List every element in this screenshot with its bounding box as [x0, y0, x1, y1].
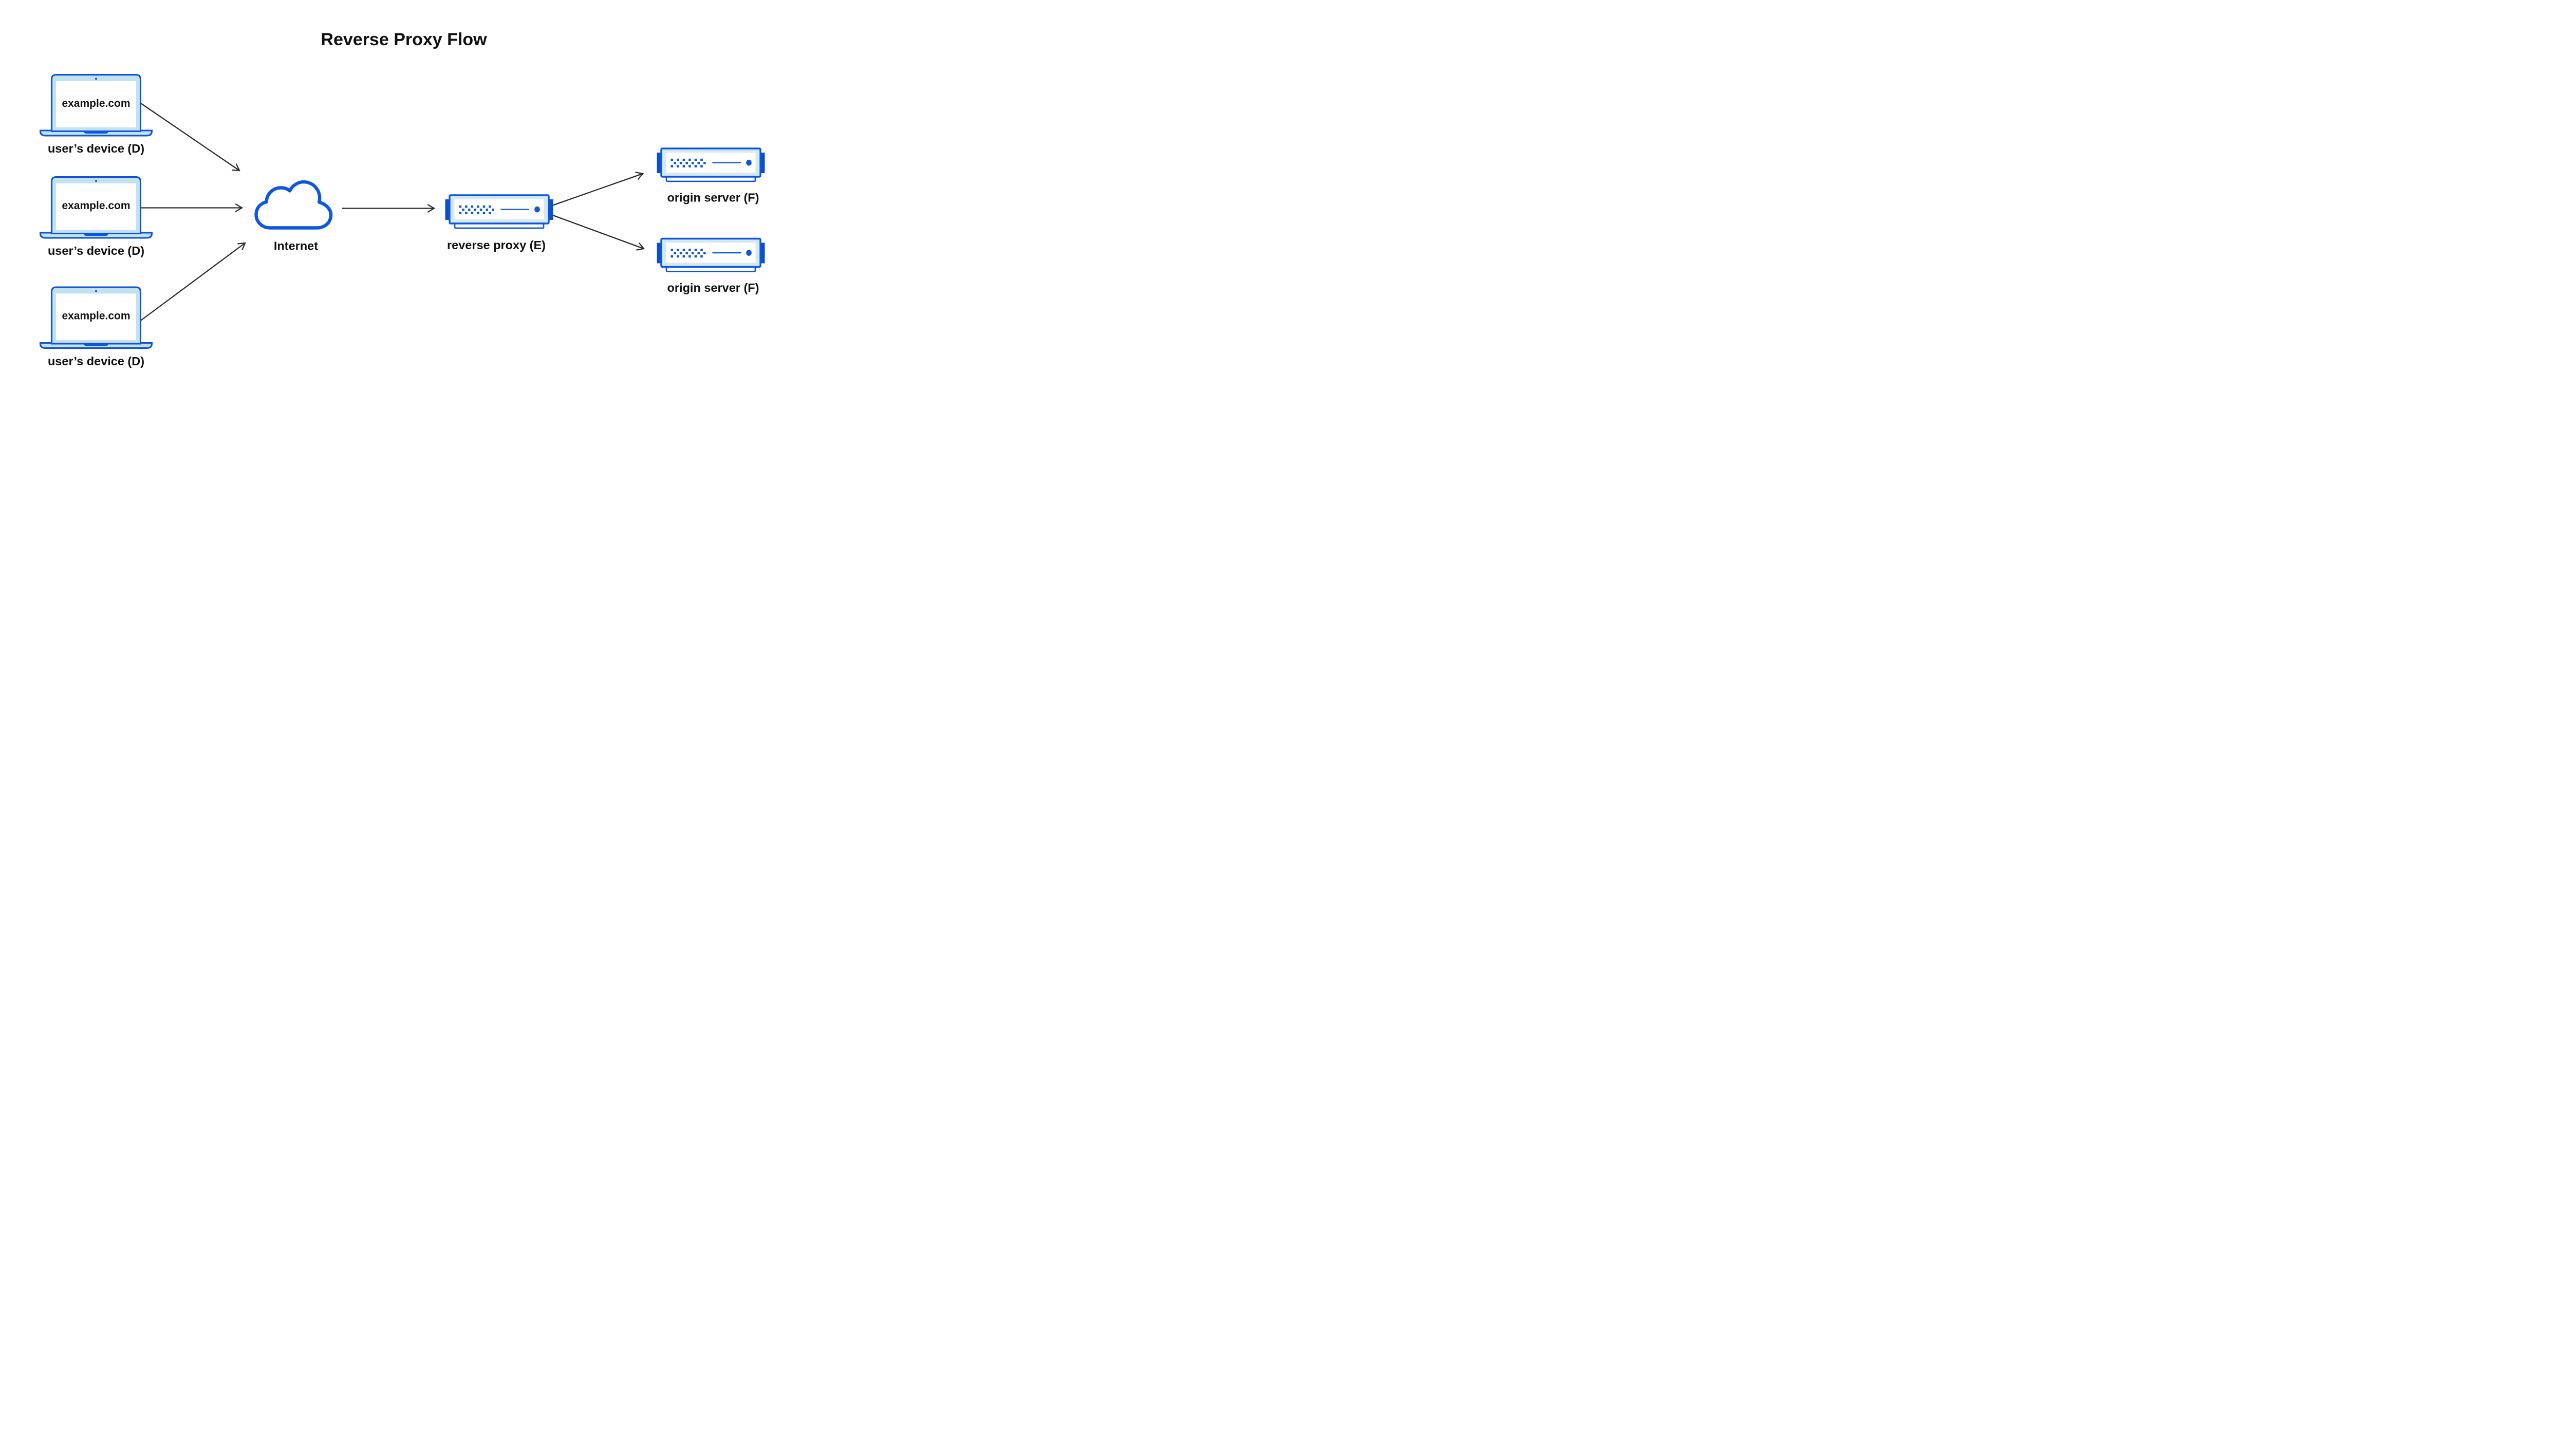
device-label: user’s device (D): [48, 244, 144, 257]
origin-server-label: origin server (F): [667, 281, 759, 294]
arrow-device3-to-internet: [139, 243, 245, 322]
user-device-node-2: example.com user’s device (D): [39, 176, 153, 257]
cloud-icon: [254, 180, 333, 230]
arrow-proxy-to-origin1: [552, 174, 643, 206]
origin-server-node-1: origin server (F): [656, 147, 766, 204]
diagram-canvas: Reverse Proxy Flow example.com user’s de…: [39, 30, 766, 368]
device-screen-text: example.com: [62, 98, 130, 109]
reverse-proxy-flow-diagram: Reverse Proxy Flow example.com user’s de…: [0, 0, 805, 403]
internet-label: Internet: [274, 239, 318, 252]
reverse-proxy-label: reverse proxy (E): [447, 238, 546, 252]
origin-server-node-2: origin server (F): [656, 237, 766, 294]
server-icon: [656, 147, 766, 182]
arrow-proxy-to-origin2: [552, 214, 644, 249]
diagram-title: Reverse Proxy Flow: [321, 30, 487, 49]
origin-server-label: origin server (F): [667, 191, 759, 204]
server-icon: [444, 194, 554, 229]
device-label: user’s device (D): [48, 354, 144, 368]
server-icon: [656, 237, 766, 273]
internet-node: Internet: [254, 180, 333, 252]
arrow-device1-to-internet: [140, 103, 239, 171]
device-label: user’s device (D): [48, 142, 144, 155]
device-screen-text: example.com: [62, 200, 130, 212]
device-screen-text: example.com: [62, 310, 130, 322]
reverse-proxy-node: reverse proxy (E): [444, 194, 554, 252]
user-device-node-3: example.com user’s device (D): [39, 286, 153, 368]
connectors: [139, 103, 644, 322]
user-device-node-1: example.com user’s device (D): [39, 73, 153, 155]
